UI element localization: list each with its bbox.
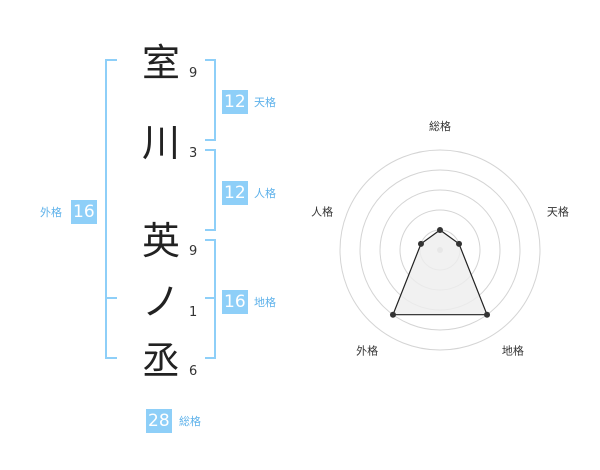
gaikaku-label: 外格 [40,206,62,219]
radar-axis-label-4: 外格 [356,343,378,357]
stroke-count-4: 1 [189,305,198,320]
radar-axis-label-1: 総格 [429,119,451,133]
gaikaku-bracket [105,59,117,359]
radar-point-3 [484,311,491,318]
radar-point-4 [389,311,396,318]
name-char-1: 室 [141,41,180,85]
stroke-count-3: 9 [189,244,198,259]
radar-point-1 [437,227,443,233]
radar-series-shape [392,229,488,316]
radar-axis-label-3: 地格 [502,343,524,357]
name-char-5: 丞 [141,339,180,383]
stroke-count-2: 3 [189,146,198,161]
tenkaku-value-badge: 12 [222,90,248,114]
stroke-count-1: 9 [189,66,198,81]
radar-ring-4 [359,169,521,331]
radar-point-5 [417,240,424,247]
tenkaku-bracket [205,59,216,141]
radar-point-2 [456,240,463,247]
jinkaku-label: 人格 [254,187,276,200]
chikaku-label: 地格 [254,296,276,309]
name-char-2: 川 [141,121,180,165]
chikaku-value-badge: 16 [222,290,248,314]
stroke-count-5: 6 [189,364,198,379]
jinkaku-value-badge: 12 [222,181,248,205]
radar-axis-label-2: 天格 [547,205,569,219]
radar-ring-5 [339,149,541,351]
soukaku-label: 総格 [179,415,201,428]
soukaku-value-badge: 28 [146,409,172,433]
radar-axis-label-5: 人格 [311,205,333,219]
name-char-4: ノ [141,280,180,324]
jinkaku-bracket [205,149,216,231]
tenkaku-label: 天格 [254,96,276,109]
gaikaku-value-badge: 16 [71,200,97,224]
name-char-3: 英 [141,219,180,263]
